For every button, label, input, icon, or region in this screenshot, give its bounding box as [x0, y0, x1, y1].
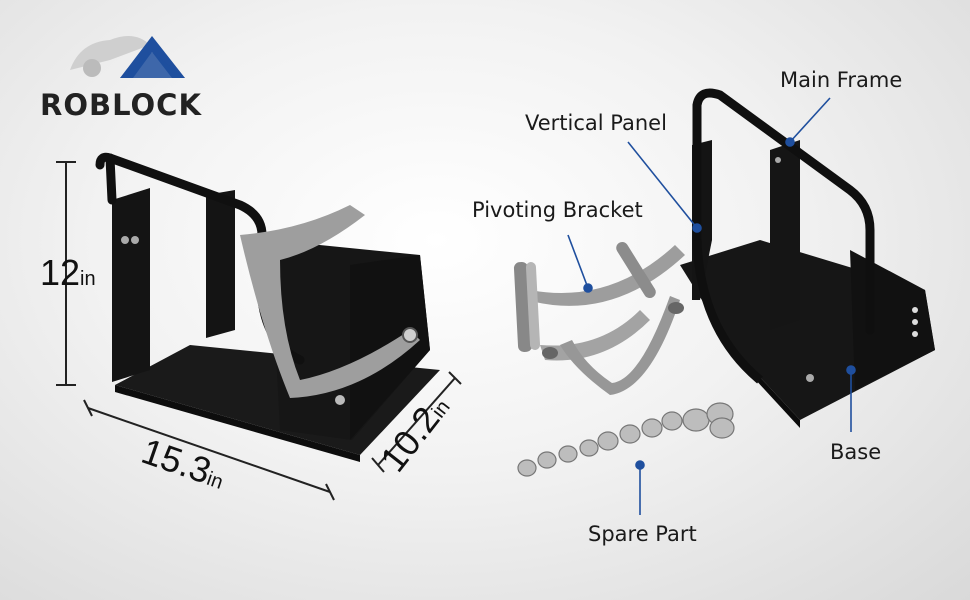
dimension-lines	[56, 161, 462, 501]
label-main-frame: Main Frame	[780, 68, 903, 92]
brand-logo-icon	[70, 36, 185, 78]
label-base: Base	[830, 440, 882, 464]
height-dimension: 12in	[40, 252, 96, 294]
main-frame-assembly	[680, 88, 935, 428]
height-value: 12	[40, 252, 81, 293]
pivoting-bracket-part	[513, 241, 685, 395]
height-unit: in	[80, 268, 96, 290]
label-spare-part: Spare Part	[588, 522, 697, 546]
spare-parts	[517, 402, 735, 477]
label-vertical-panel: Vertical Panel	[525, 111, 667, 135]
assembled-chock	[95, 152, 440, 462]
callout-leaders	[567, 97, 856, 515]
brand-name: ROBLOCK	[40, 88, 202, 122]
label-pivoting-bracket: Pivoting Bracket	[472, 198, 643, 222]
